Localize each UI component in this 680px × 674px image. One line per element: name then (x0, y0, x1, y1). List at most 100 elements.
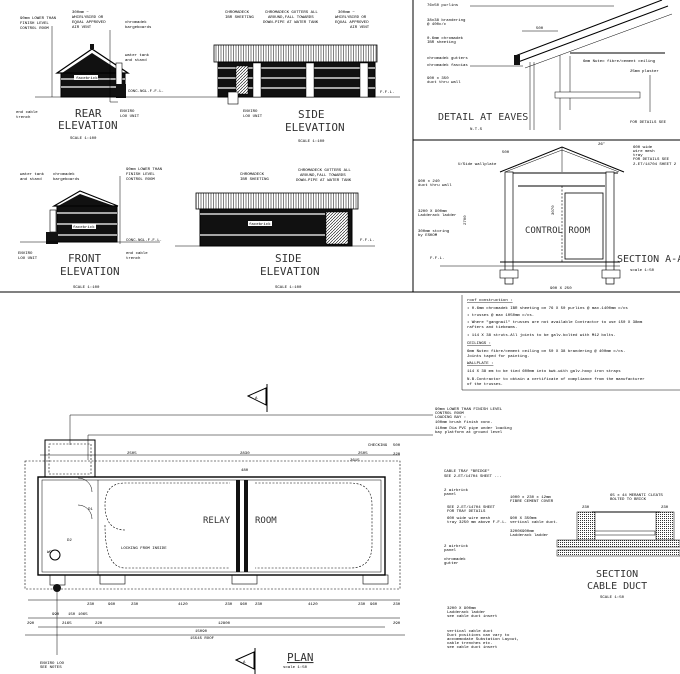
drawing-annotation: FIBRE CEMENT COVER (510, 500, 554, 504)
drawing-annotation: ENVIRO (120, 110, 135, 114)
drawing-annotation: 290 (393, 622, 401, 626)
drawing-annotation: and stand (125, 58, 147, 63)
drawing-annotation: 960 (108, 603, 116, 607)
drawing-annotation: FINISH LEVEL (126, 173, 155, 177)
drawing-annotation: SEE NOTES (40, 666, 62, 670)
drawing-annotation: 2700 (464, 215, 468, 225)
drawing-annotation: CONC.NGL.F.F.L. (128, 90, 164, 94)
section-a-a: CONTROL ROOM 500 26° 600 wide wire mesh … (418, 142, 680, 291)
section-marker-bottom: A (234, 648, 256, 674)
drawing-annotation: duct thru wall (427, 80, 461, 85)
drawing-annotation: FOR TRAY DETAILS (447, 510, 486, 514)
side-elevation-bottom-title-1: SIDE (275, 252, 302, 265)
drawing-annotation: @ 400c/c (427, 22, 447, 27)
drawing-annotation: trench (16, 115, 31, 120)
drawing-annotation: chromadek gutters (427, 56, 468, 61)
cable-duct-title-1: SECTION (596, 569, 638, 580)
drawing-annotation: WALLPLATE : (467, 362, 493, 366)
drawing-annotation: end cable (16, 110, 38, 115)
drawing-annotation: F.F.L. (430, 257, 444, 261)
drawing-annotation: bargeboards (125, 25, 152, 30)
drawing-annotation: 2505 (127, 452, 137, 456)
drawing-annotation: see cable duct insert (447, 614, 497, 619)
side-elevation-bottom-scale: SCALE 1:100 (275, 286, 302, 290)
drawing-annotation: bay platform at ground level (435, 430, 503, 435)
drawing-annotation: AROUND,FALL TOWARDS (268, 16, 314, 20)
drawing-annotation: 230 (358, 603, 366, 607)
drawing-annotation: 2-ET/14704 SHEET 2 (633, 162, 677, 167)
drawing-annotation: trench (126, 256, 141, 261)
drawing-annotation: 300mm ~ (72, 11, 89, 15)
drawing-annotation: FOR DETAILS SEE (630, 121, 667, 125)
drawing-annotation: 230 (225, 603, 233, 607)
drawing-annotation: water tank (125, 53, 150, 58)
drawing-annotation: bargeboards (53, 177, 80, 182)
drawing-annotation: CONTROL ROOM (20, 27, 49, 31)
drawing-annotation: panel (444, 548, 457, 553)
drawing-annotation: • 114 X 38 struts.All joints to be galv.… (467, 333, 616, 338)
drawing-annotation: 900 X 350mm (510, 517, 537, 521)
drawing-annotation: 3070 (552, 205, 556, 215)
construction-notes: roof construction : • 0.6mm chromadek IB… (467, 298, 645, 387)
room-label: ROOM (255, 516, 277, 526)
drawing-annotation: CHROMADECK GUTTERS ALL (265, 11, 318, 15)
drawing-annotation: cable trenches etc. (447, 641, 493, 646)
drawing-annotation: LOO UNIT (120, 115, 140, 119)
drawing-annotation: 6mm Nutec fibre/cement ceiling (583, 59, 656, 64)
drawing-annotation: 300mm ~ (338, 11, 355, 15)
drawing-annotation: 2505 (358, 452, 368, 456)
rear-elevation-title-1: REAR (75, 107, 102, 120)
drawing-annotation: IBR sheeting (427, 40, 456, 45)
drawing-annotation: 960 (370, 603, 378, 607)
drawing-annotation: 76x50 purlins (427, 3, 459, 8)
drawing-annotation: LOO UNIT (243, 115, 263, 119)
drawing-annotation: wire mesh (633, 149, 655, 154)
drawing-annotation: panel (444, 492, 457, 497)
drawing-annotation: ENVIRO LOO (40, 662, 65, 666)
panel-borders (0, 0, 680, 391)
plan: A RELAY ROOM LOCKING FROM INSIDE WC D1 D… (24, 384, 519, 674)
drawing-annotation: 960 (240, 603, 248, 607)
drawing-annotation: 90mm LOWER THAN FINISH LEVEL (435, 408, 503, 412)
drawing-annotation: tray 3250 mm above F.F.L. (447, 520, 507, 525)
drawing-annotation: 220 (95, 622, 103, 626)
drawing-annotation: Duct positions can vary to (447, 633, 510, 638)
drawing-annotation: 1065 (78, 613, 88, 617)
drawing-annotation: 230 (393, 603, 401, 607)
drawing-annotation: WHIRLYBIRD OR (72, 16, 104, 20)
drawing-annotation: LOO UNIT (18, 257, 38, 261)
side-elevation-bottom: facebrick CHROMADECK IBR SHEETING CHROMA… (175, 169, 375, 290)
drawing-annotation: 500 (536, 27, 544, 31)
drawing-annotation: CHROMADECK GUTTERS ALL (298, 169, 351, 173)
section-aa-title: SECTION A-A (617, 254, 680, 265)
cable-duct-title-2: CABLE DUCT (587, 581, 647, 592)
control-room-label: CONTROL ROOM (525, 226, 591, 236)
drawing-annotation: 100mm brush finish conc. (435, 420, 493, 425)
section-aa-scale: scale 1:50 (630, 268, 655, 273)
side-elevation-top-scale: SCALE 1:100 (298, 140, 325, 144)
drawing-annotation: IBR SHEETING (240, 178, 269, 182)
drawing-annotation: 900 X 250 (550, 287, 572, 291)
drawing-annotation: CONTROL ROOM (435, 412, 464, 416)
drawing-annotation: 300mm storing (418, 229, 450, 234)
drawing-annotation: 1000 x 230 x 12mm (510, 496, 551, 500)
drawing-annotation: 2165 (62, 622, 72, 626)
drawing-annotation: • 0.6mm chromadek IBR sheeting on 76 X 5… (467, 306, 628, 311)
drawing-annotation: facebrick (249, 222, 271, 227)
drawing-annotation: AROUND,FALL TOWARDS (300, 174, 346, 178)
front-elevation-title-1: FRONT (68, 252, 101, 265)
drawing-annotation: 2830 (240, 452, 250, 456)
drawing-annotation: accommodate Substation Layout, (447, 637, 519, 642)
drawing-annotation: rafters and tiebeams. (467, 325, 517, 330)
drawing-annotation: CHROMADECK (240, 173, 265, 177)
drawing-annotation: 0.6mm chromadek (427, 36, 464, 41)
drawing-annotation: 4120 (308, 603, 318, 607)
drawing-annotation: 4120 (178, 603, 188, 607)
drawing-annotation: 900 x 350 (427, 77, 449, 81)
drawing-annotation: A (243, 661, 246, 665)
drawing-annotation: D1 (88, 508, 93, 512)
drawing-annotation: F.F.L. (360, 239, 374, 243)
front-elevation-scale: SCALE 1:100 (73, 286, 100, 290)
drawing-annotation: 990 (52, 613, 60, 617)
